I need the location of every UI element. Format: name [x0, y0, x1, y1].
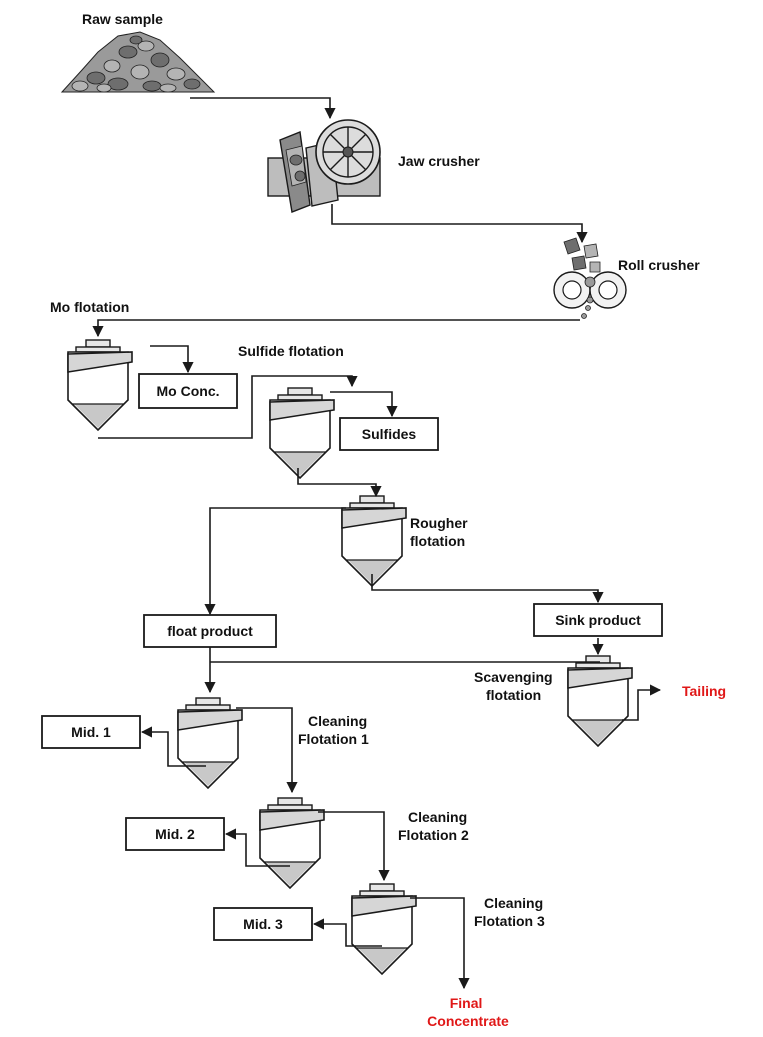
scavenging-flotation-cell-icon: [567, 655, 633, 748]
float-product-label: float product: [167, 623, 253, 639]
cleaning-flotation-2-cell-icon: [259, 797, 325, 890]
mo-flotation-label: Mo flotation: [50, 299, 129, 315]
sulfides-box: [339, 417, 439, 451]
roll-crusher-icon: [553, 237, 627, 319]
flow-line: [297, 468, 382, 498]
mid-3-box: [213, 907, 313, 941]
cleaning-flotation-3-label: Cleaning Flotation 3: [474, 895, 547, 929]
mo-conc-label: Mo Conc.: [157, 383, 220, 399]
flow-line: [98, 375, 358, 439]
sink-product-box: [533, 603, 663, 637]
flow-line: [318, 811, 390, 882]
raw-sample-label: Raw sample: [82, 11, 163, 27]
flow-line: [331, 204, 588, 244]
flow-line: [224, 828, 290, 867]
cleaning-flotation-2-label: Cleaning Flotation 2: [398, 809, 471, 843]
mo-flotation-cell-icon: [67, 339, 133, 432]
rougher-flotation-label: Rougher flotation: [410, 515, 471, 549]
sulfide-flotation-cell-icon: [269, 387, 335, 480]
cleaning-flotation-1-label: Cleaning Flotation 1: [298, 713, 371, 747]
mid-2-label: Mid. 2: [155, 826, 195, 842]
flotation-cells: [67, 339, 633, 976]
mid-2-box: [125, 817, 225, 851]
flow-line: [371, 574, 604, 604]
flow-line: [410, 897, 470, 990]
cleaning-flotation-1-cell-icon: [177, 697, 243, 790]
sulfide-flotation-label: Sulfide flotation: [238, 343, 344, 359]
cleaning-flotation-3-cell-icon: [351, 883, 417, 976]
flow-line: [330, 391, 398, 418]
flow-line: [622, 684, 662, 721]
mid-3-label: Mid. 3: [243, 916, 283, 932]
mid-1-label: Mid. 1: [71, 724, 111, 740]
roll-crusher-label: Roll crusher: [618, 257, 700, 273]
flow-line: [150, 345, 194, 374]
mid-1-box: [41, 715, 141, 749]
scavenging-flotation-label: Scavenging flotation: [474, 669, 556, 703]
float-product-box: [143, 614, 277, 648]
jaw-crusher-icon: [267, 119, 381, 213]
flow-line: [204, 507, 346, 616]
final-concentrate-label: Final Concentrate: [427, 995, 509, 1029]
flow-line: [312, 918, 382, 947]
jaw-crusher-label: Jaw crusher: [398, 153, 480, 169]
flow-line: [190, 97, 336, 120]
flow-line: [92, 319, 580, 338]
flow-line: [236, 707, 298, 794]
flow-line: [140, 726, 206, 767]
sink-product-label: Sink product: [555, 612, 641, 628]
mo-conc-box: [138, 373, 238, 409]
raw-sample-pile-icon: [60, 31, 216, 93]
rougher-flotation-cell-icon: [341, 495, 407, 588]
sulfides-label: Sulfides: [362, 426, 417, 442]
tailing-label: Tailing: [682, 683, 726, 699]
